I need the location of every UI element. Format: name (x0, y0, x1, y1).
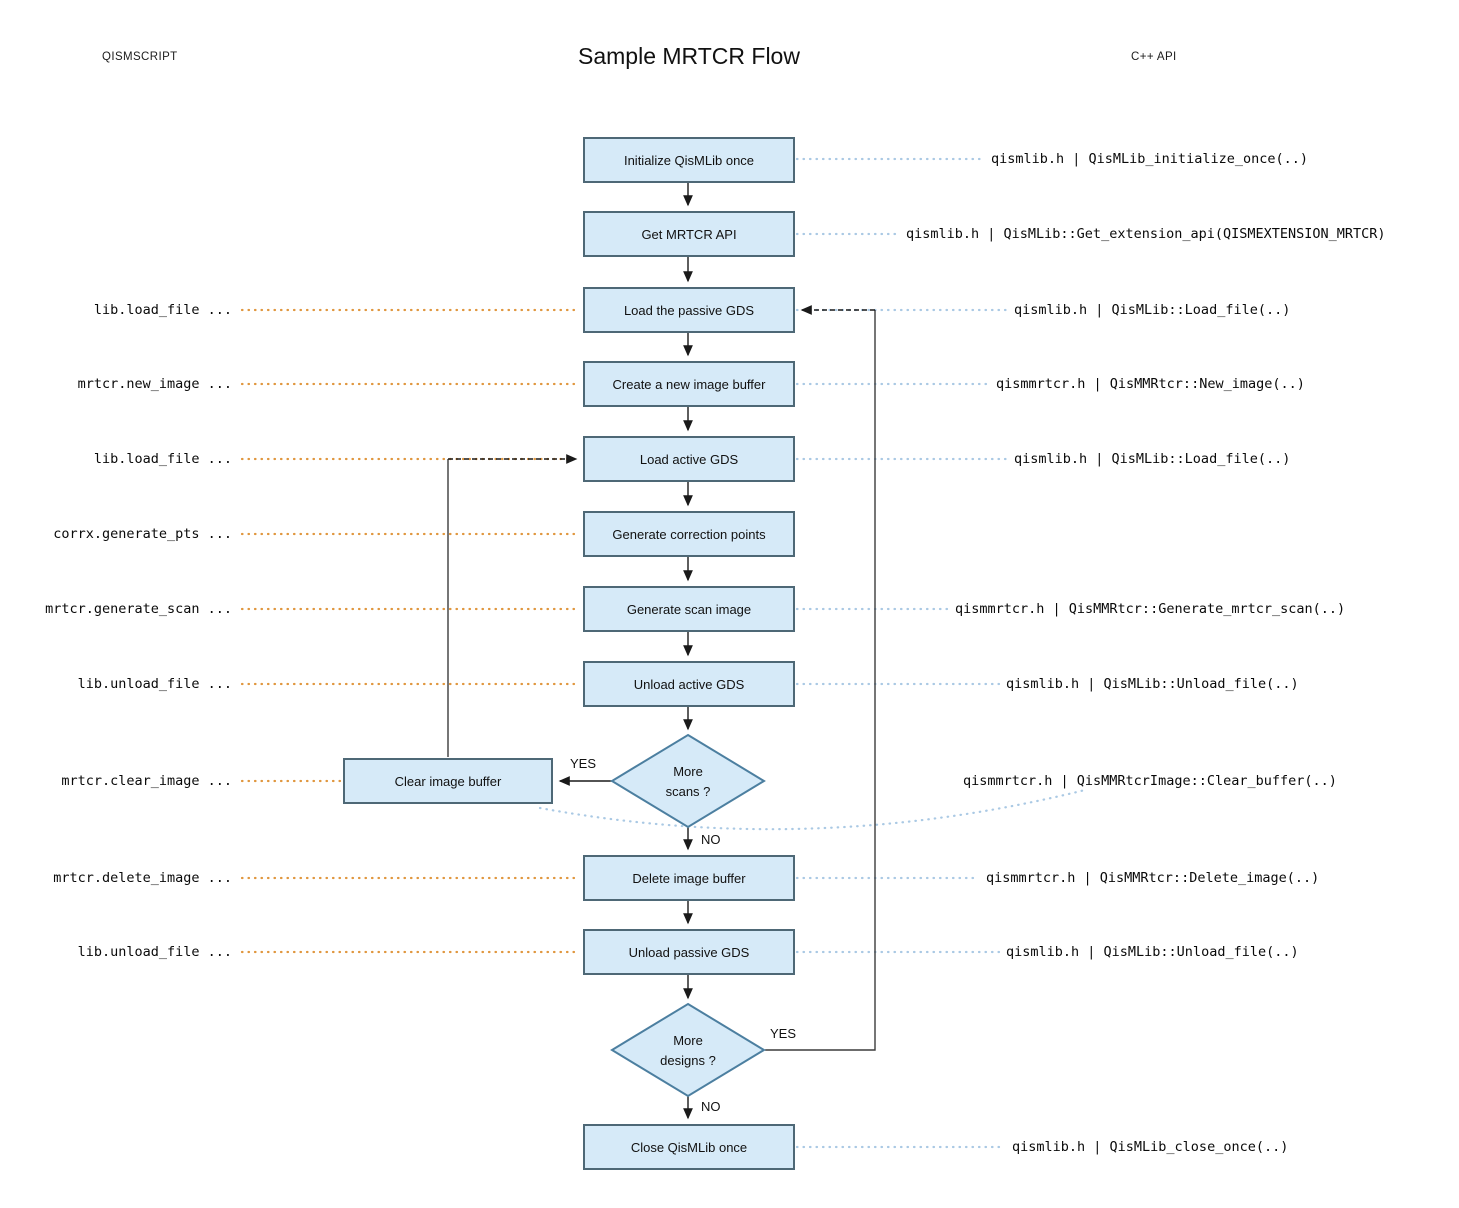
api-label-generate-scan: qismmrtcr.h | QisMMRtcr::Generate_mrtcr_… (955, 601, 1346, 617)
api-label-load-active: qismlib.h | QisMLib::Load_file(..) (1014, 451, 1291, 467)
node-generate-scan-image: Generate scan image (583, 586, 795, 632)
decision-more-scans-line1: More (673, 764, 703, 779)
node-initialize-qismlib: Initialize QisMLib once (583, 137, 795, 183)
node-load-active-gds: Load active GDS (583, 436, 795, 482)
column-header-cpp-api: C++ API (1131, 51, 1177, 63)
api-label-new-image: qismmrtcr.h | QisMMRtcr::New_image(..) (996, 376, 1305, 392)
api-label-unload-active: qismlib.h | QisMLib::Unload_file(..) (1006, 676, 1299, 692)
node-get-mrtcr-api: Get MRTCR API (583, 211, 795, 257)
node-generate-correction-points: Generate correction points (583, 511, 795, 557)
script-label-delete-image: mrtcr.delete_image ... (53, 870, 232, 886)
script-label-generate-pts: corrx.generate_pts ... (53, 526, 232, 542)
node-clear-image-buffer: Clear image buffer (343, 758, 553, 804)
api-label-get-extension: qismlib.h | QisMLib::Get_extension_api(Q… (906, 226, 1386, 242)
script-label-new-image: mrtcr.new_image ... (77, 376, 232, 392)
branch-yes-designs: YES (770, 1026, 797, 1041)
script-label-load-passive: lib.load_file ... (93, 302, 232, 318)
node-unload-passive-gds: Unload passive GDS (583, 929, 795, 975)
branch-yes-scans: YES (570, 756, 597, 771)
node-delete-image-buffer: Delete image buffer (583, 855, 795, 901)
branch-no-designs: NO (701, 1099, 721, 1114)
api-label-initialize: qismlib.h | QisMLib_initialize_once(..) (991, 151, 1308, 167)
branch-no-scans: NO (701, 832, 721, 847)
api-wires (538, 157, 1087, 1149)
node-close-qismlib: Close QisMLib once (583, 1124, 795, 1170)
decision-more-designs-line1: More (673, 1033, 703, 1048)
api-label-unload-passive: qismlib.h | QisMLib::Unload_file(..) (1006, 944, 1299, 960)
decision-more-designs-shape (610, 1002, 766, 1098)
api-label-load-passive: qismlib.h | QisMLib::Load_file(..) (1014, 302, 1291, 318)
node-load-passive-gds: Load the passive GDS (583, 287, 795, 333)
node-unload-active-gds: Unload active GDS (583, 661, 795, 707)
script-label-load-active: lib.load_file ... (93, 451, 232, 467)
node-create-image-buffer: Create a new image buffer (583, 361, 795, 407)
api-label-close: qismlib.h | QisMLib_close_once(..) (1012, 1139, 1289, 1155)
decision-more-designs-line2: designs ? (660, 1052, 716, 1068)
decision-more-scans-label: More scans ? (618, 762, 758, 801)
flow-arrows (447, 183, 876, 1120)
decision-more-scans-line2: scans ? (665, 783, 711, 799)
decision-more-designs-label: More designs ? (618, 1031, 758, 1070)
column-header-qismscript: QISMSCRIPT (102, 51, 178, 63)
script-label-generate-scan: mrtcr.generate_scan ... (45, 601, 232, 617)
api-label-delete-image: qismmrtcr.h | QisMMRtcr::Delete_image(..… (986, 870, 1320, 886)
script-label-clear-image: mrtcr.clear_image ... (61, 773, 232, 789)
api-label-clear-buffer: qismmrtcr.h | QisMMRtcrImage::Clear_buff… (963, 773, 1337, 789)
script-label-unload-passive: lib.unload_file ... (77, 944, 232, 960)
page-title: Sample MRTCR Flow (578, 43, 800, 69)
script-wires (240, 308, 582, 954)
decision-more-scans-shape (610, 733, 766, 829)
script-label-unload-active: lib.unload_file ... (77, 676, 232, 692)
